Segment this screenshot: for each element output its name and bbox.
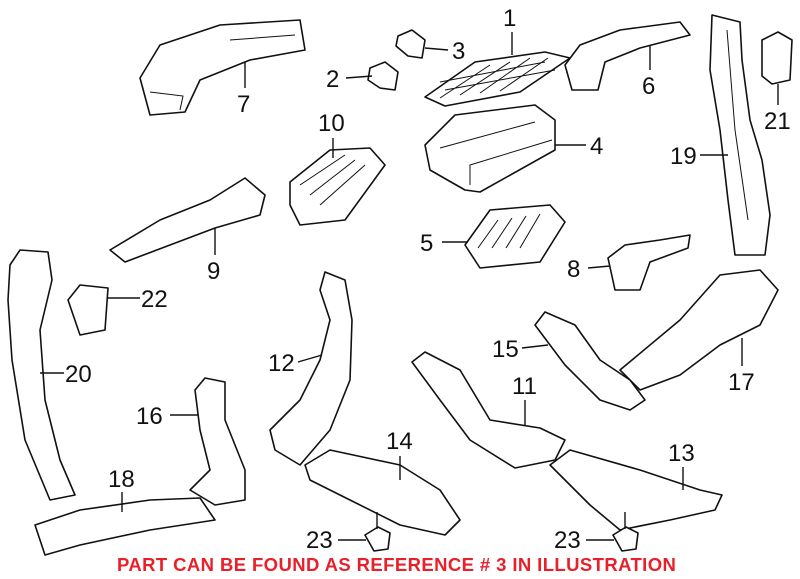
callout-11: 11: [512, 373, 537, 400]
leader-lines: [40, 32, 779, 541]
part-16-duct[interactable]: [189, 377, 246, 506]
part-22-clip[interactable]: [67, 284, 109, 336]
part-12-duct[interactable]: [269, 271, 353, 466]
callout-23-left: 23: [306, 527, 333, 554]
callout-6: 6: [642, 73, 655, 100]
part-21-clip[interactable]: [761, 31, 793, 85]
callout-17: 17: [728, 369, 755, 396]
callout-2: 2: [326, 66, 339, 93]
part-7-duct[interactable]: [139, 19, 306, 116]
part-13-panel[interactable]: [549, 449, 723, 531]
part-14-panel[interactable]: [304, 449, 461, 536]
callout-23-right: 23: [554, 527, 581, 554]
part-8-bracket[interactable]: [607, 234, 691, 291]
callout-20: 20: [65, 361, 92, 388]
callout-14: 14: [386, 428, 413, 455]
part-23-fastener-right[interactable]: [612, 512, 639, 552]
part-5-vent[interactable]: [464, 204, 566, 269]
part-1-grille[interactable]: [424, 51, 571, 107]
part-10-vent[interactable]: [289, 147, 386, 226]
callout-18: 18: [108, 466, 135, 493]
part-19-duct[interactable]: [709, 14, 771, 256]
callout-4: 4: [590, 133, 603, 160]
callout-5: 5: [420, 230, 433, 257]
part-9-duct[interactable]: [109, 177, 266, 263]
callout-7: 7: [237, 91, 250, 118]
callout-12: 12: [268, 350, 295, 377]
callout-1: 1: [503, 5, 516, 32]
part-2-clip[interactable]: [367, 61, 399, 91]
part-4-housing[interactable]: [424, 104, 556, 193]
part-20-duct[interactable]: [7, 249, 76, 501]
callout-15: 15: [492, 336, 519, 363]
callout-8: 8: [567, 256, 580, 283]
callout-10: 10: [318, 110, 345, 137]
callout-21: 21: [764, 108, 791, 135]
callout-22: 22: [141, 286, 168, 313]
callout-13: 13: [668, 440, 695, 467]
callout-9: 9: [207, 258, 220, 285]
callout-16: 16: [136, 403, 163, 430]
part-23-fastener-left[interactable]: [364, 512, 391, 552]
part-18-duct[interactable]: [34, 497, 216, 556]
reference-caption: PART CAN BE FOUND AS REFERENCE # 3 IN IL…: [117, 554, 677, 575]
part-6-duct[interactable]: [564, 21, 691, 91]
part-11-duct[interactable]: [411, 351, 566, 469]
part-15-duct[interactable]: [534, 311, 646, 411]
callout-3: 3: [452, 38, 465, 65]
part-3-clip[interactable]: [395, 29, 426, 59]
callout-19: 19: [670, 143, 697, 170]
part-17-duct[interactable]: [619, 269, 779, 391]
